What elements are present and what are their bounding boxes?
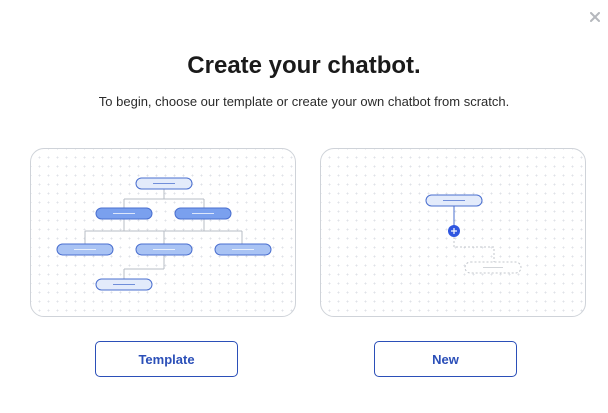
dialog-title: Create your chatbot. (187, 52, 421, 79)
close-button[interactable] (587, 9, 603, 25)
single-node-add-icon (425, 194, 522, 274)
close-icon (590, 12, 600, 22)
new-card[interactable] (320, 148, 586, 317)
template-card[interactable] (30, 148, 296, 317)
add-node-icon (448, 225, 460, 237)
new-button[interactable]: New (374, 341, 517, 377)
dialog-subtitle: To begin, choose our template or create … (98, 94, 510, 109)
template-button[interactable]: Template (95, 341, 238, 377)
flowchart-tree-icon (56, 177, 272, 291)
